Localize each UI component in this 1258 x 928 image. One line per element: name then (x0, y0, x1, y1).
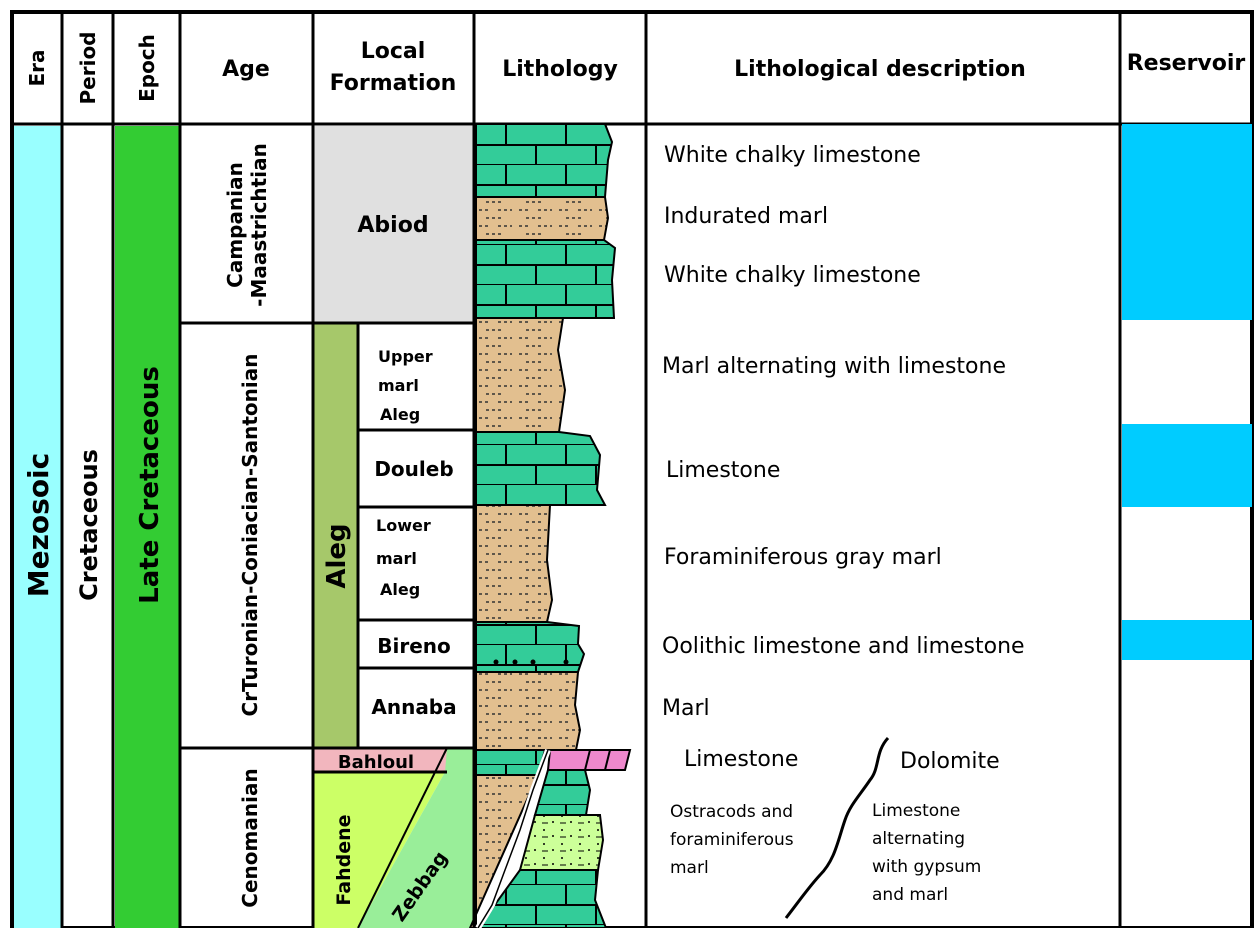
formation-aleg: Aleg (322, 523, 352, 588)
oolith-dot (513, 660, 518, 665)
description-4: Marl alternating with limestone (662, 354, 1006, 379)
oolith-dot (564, 660, 569, 665)
header-lithology: Lithology (502, 57, 618, 82)
formation-annaba: Annaba (371, 695, 456, 719)
lithology-marl-1 (476, 197, 608, 240)
formation-fahdene: Fahdene (333, 814, 355, 905)
description-6: Foraminiferous gray marl (664, 545, 942, 570)
note-right-line3: with gypsum (872, 857, 981, 877)
description-8: Marl (662, 696, 710, 721)
period-label: Cretaceous (75, 449, 103, 601)
lithology-column (470, 124, 630, 928)
formation-upper-marl-line2: marl (378, 376, 419, 395)
lithology-limestone-3 (476, 432, 605, 505)
age-turonian: CrTuronian-Coniacian-Santonian (238, 354, 262, 717)
description-1: White chalky limestone (664, 143, 921, 168)
reservoir-band-1 (1122, 124, 1252, 320)
table-frame (12, 12, 1252, 928)
epoch-label: Late Cretaceous (135, 366, 165, 604)
description-7: Oolithic limestone and limestone (662, 634, 1025, 659)
oolith-dot (531, 660, 536, 665)
header-era: Era (25, 49, 49, 86)
formation-douleb: Douleb (374, 457, 453, 481)
header-period: Period (76, 32, 100, 105)
note-left-line2: foraminiferous (670, 830, 794, 850)
note-right-line4: and marl (872, 885, 948, 905)
note-right-line2: alternating (872, 829, 965, 849)
header-local-formation-line1: Local (361, 39, 426, 64)
note-right-line1: Limestone (872, 801, 960, 821)
description-5: Limestone (666, 458, 780, 483)
description-2: Indurated marl (664, 204, 828, 229)
era-label: Mezosoic (22, 453, 55, 597)
reservoir-band-3 (1122, 620, 1252, 660)
header-epoch: Epoch (135, 34, 159, 102)
age-campanian-line1: Campanian (223, 162, 247, 288)
formation-abiod: Abiod (357, 213, 428, 238)
formation-bireno: Bireno (377, 634, 451, 658)
age-campanian-line2: -Maastrichtian (247, 143, 271, 307)
lithology-limestone-4 (476, 750, 545, 775)
formation-lower-marl-line2: marl (376, 549, 417, 568)
header-lithological-description: Lithological description (734, 57, 1026, 82)
note-left-line3: marl (670, 858, 709, 878)
description-limestone-label: Limestone (684, 747, 798, 772)
formation-lower-marl-line3: Aleg (380, 580, 420, 599)
formation-lower-marl-line1: Lower (376, 516, 431, 535)
header-age: Age (222, 57, 270, 82)
formation-upper-marl-line1: Upper (378, 347, 433, 366)
lithology-limestone-2 (476, 240, 615, 318)
header-local-formation-line2: Formation (330, 71, 457, 96)
description-3: White chalky limestone (664, 263, 921, 288)
formation-upper-marl-line3: Aleg (380, 405, 420, 424)
formation-bahloul: Bahloul (338, 752, 414, 773)
age-cenomanian: Cenomanian (238, 768, 262, 907)
header-reservoir: Reservoir (1127, 51, 1246, 76)
description-dolomite-label: Dolomite (900, 749, 1000, 774)
lithology-marl-2 (476, 318, 565, 432)
lithology-dolomite-upper (535, 770, 590, 815)
note-left-line1: Ostracods and (670, 802, 793, 822)
lithology-dolomite-gypsum (520, 815, 603, 870)
oolith-dot (494, 660, 499, 665)
lithology-limestone-1 (476, 124, 612, 197)
lithology-marl-3 (476, 505, 552, 622)
lithology-marl-4 (476, 672, 580, 750)
reservoir-band-2 (1122, 424, 1252, 507)
lithology-oolithic-limestone (476, 622, 584, 672)
